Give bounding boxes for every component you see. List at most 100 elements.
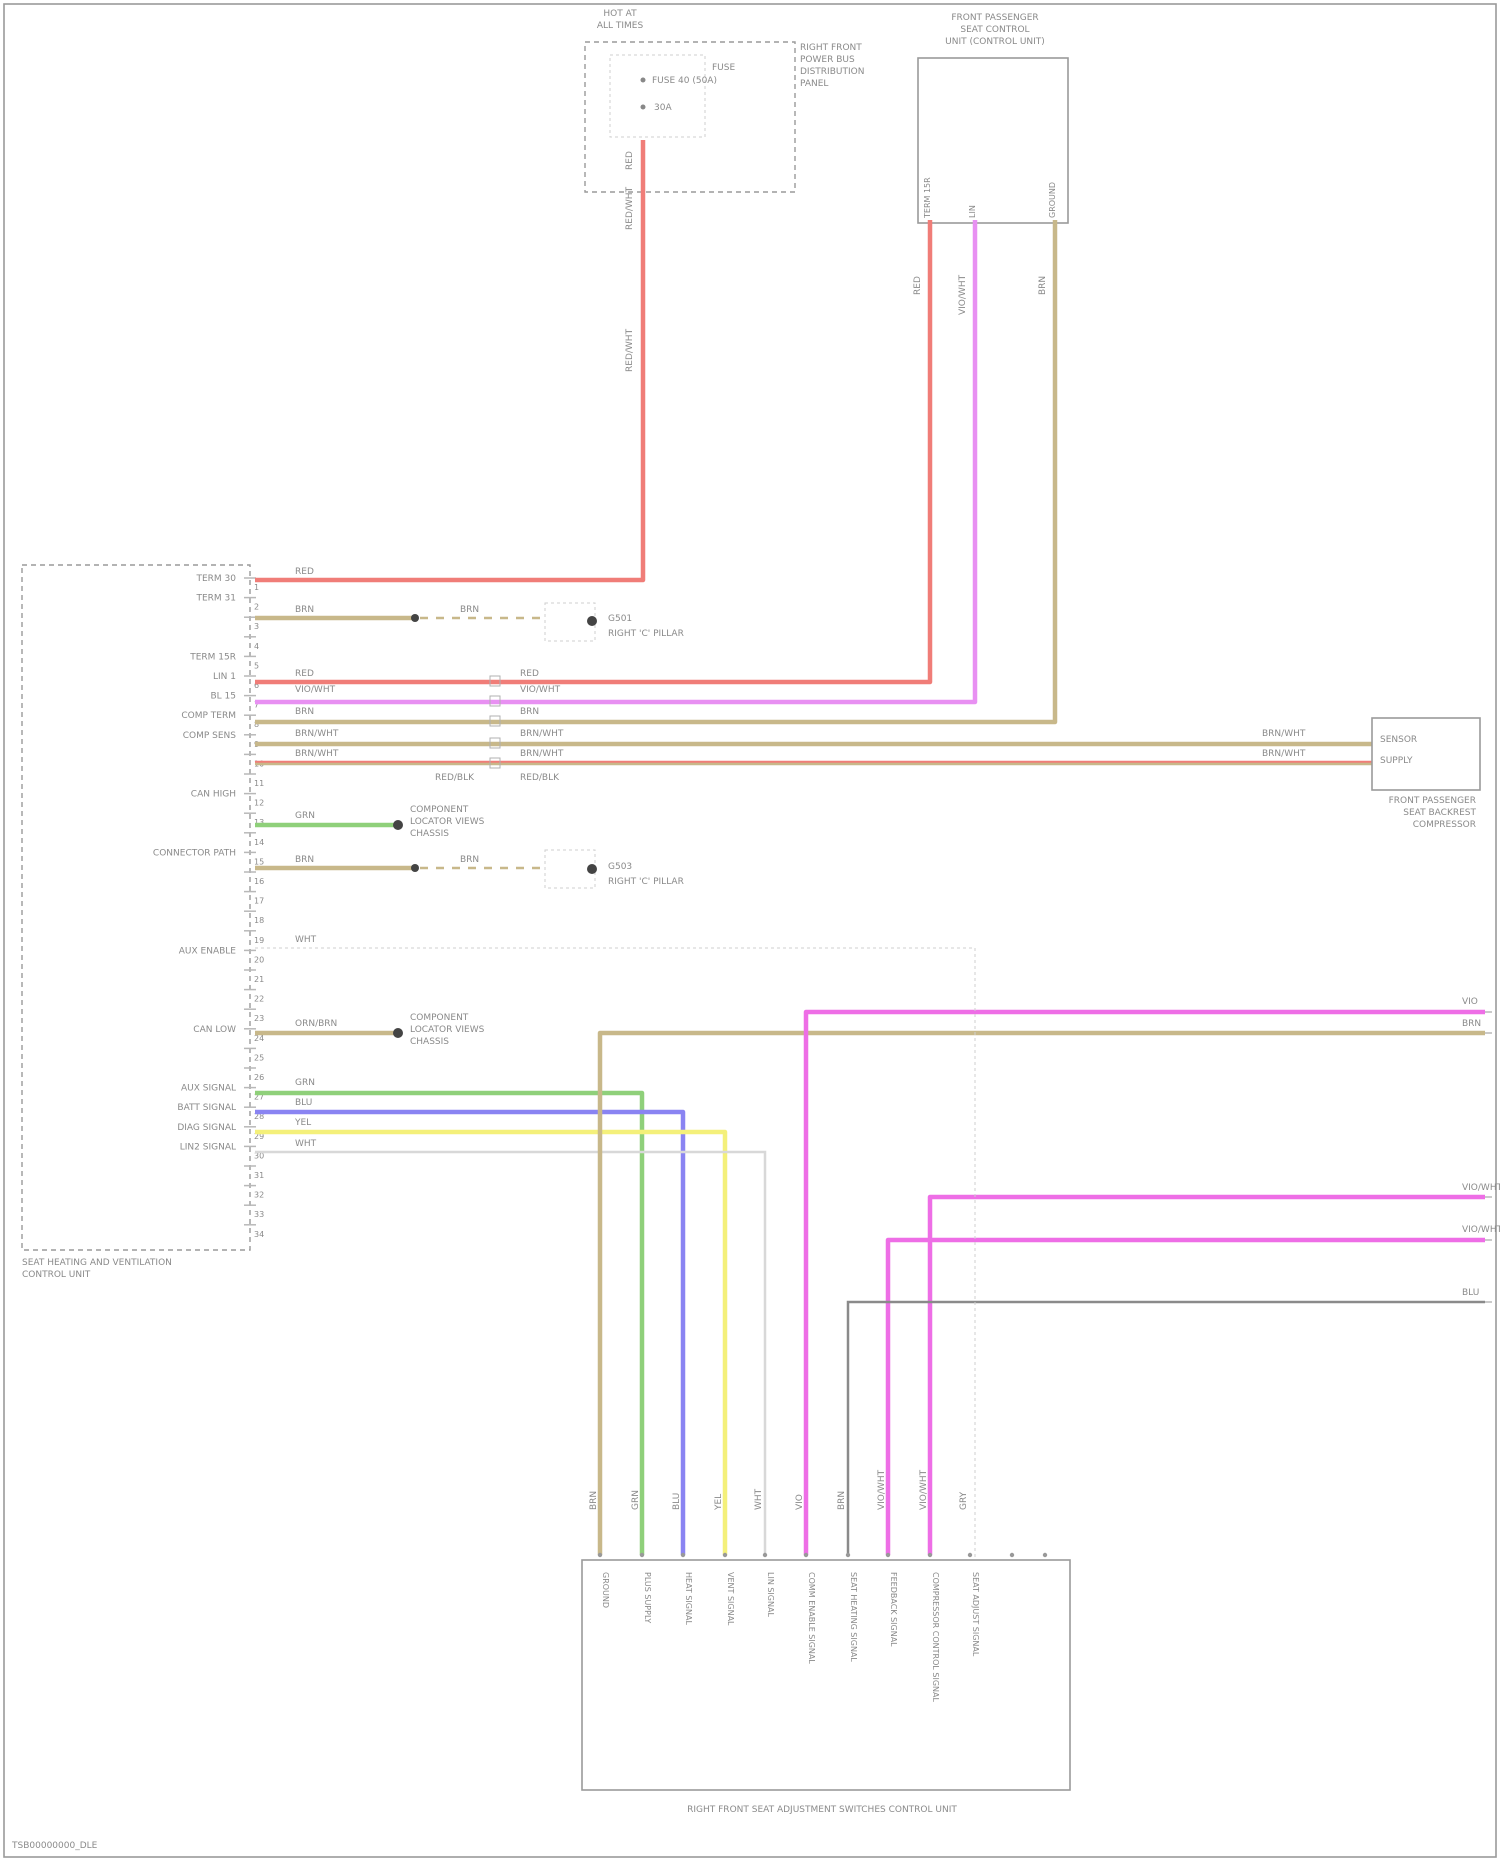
pin-number: 21 — [254, 975, 264, 984]
pin-label: CAN HIGH — [191, 790, 236, 800]
locator-link-2-line3[interactable]: CHASSIS — [410, 1037, 449, 1047]
fuse-box-side-2: POWER BUS — [800, 55, 855, 65]
bottom-pin-node — [968, 1553, 972, 1557]
bottom-wire-code: YEL — [714, 1494, 724, 1511]
wire-code: RED — [625, 151, 635, 170]
locator-link-1-line2[interactable]: LOCATOR VIEWS — [410, 817, 485, 827]
locator-link-2-line1[interactable]: COMPONENT — [410, 1013, 469, 1023]
splice-node — [411, 864, 419, 872]
pin-number: 19 — [254, 936, 264, 945]
wire-code: BLU — [295, 1098, 312, 1108]
locator-link-1-line1[interactable]: COMPONENT — [410, 805, 469, 815]
control-unit-name-1: SEAT HEATING AND VENTILATION — [22, 1258, 172, 1268]
wire-code: VIO/WHT — [1462, 1225, 1500, 1235]
pin-number: 22 — [254, 995, 264, 1004]
pin-number: 20 — [254, 955, 264, 964]
wire-code: RED — [295, 669, 314, 679]
fuse-node — [641, 78, 646, 83]
pin-label: TERM 30 — [195, 574, 236, 584]
fuse-box-title-1: HOT AT — [603, 9, 637, 19]
pin-label: COMP SENS — [183, 731, 237, 741]
bottom-wire-code: GRY — [959, 1491, 969, 1510]
wire-code: VIO/WHT — [295, 685, 336, 695]
bottom-pin-label: HEAT SIGNAL — [684, 1572, 693, 1625]
fp-pin-label-3: GROUND — [1048, 182, 1057, 218]
wire-term15r — [255, 220, 930, 682]
wire-aux-signal — [255, 1093, 642, 1555]
wire-code: RED/BLK — [520, 773, 560, 783]
pin-number: 11 — [254, 779, 264, 788]
bottom-pin-node — [804, 1553, 808, 1557]
bottom-pin-node — [886, 1553, 890, 1557]
wire-code: VIO/WHT — [1462, 1183, 1500, 1193]
wire-code: VIO/WHT — [520, 685, 561, 695]
bottom-pin-label: FEEDBACK SIGNAL — [889, 1572, 898, 1647]
bottom-pin-label: COMM ENABLE SIGNAL — [807, 1572, 816, 1664]
bottom-pin-node — [1043, 1553, 1047, 1557]
wire-code: VIO — [1462, 997, 1478, 1007]
bottom-pin-label: LIN SIGNAL — [766, 1572, 775, 1617]
compressor-box — [1372, 718, 1480, 790]
fuse-box-outline — [585, 42, 795, 192]
wire-code: RED — [913, 276, 923, 295]
connector-g501-sub: RIGHT 'C' PILLAR — [608, 629, 684, 639]
wire-right-vio-wht-1 — [930, 1197, 1485, 1555]
wire-code: BRN — [1038, 276, 1048, 295]
wire-lin2-signal — [255, 1152, 765, 1555]
wire-right-vio-wht-2 — [888, 1240, 1485, 1555]
pin-label: CONNECTOR PATH — [153, 848, 236, 858]
pin-number: 2 — [254, 603, 259, 612]
fuse-element — [610, 55, 705, 137]
pin-label: LIN 1 — [213, 672, 236, 682]
pin-label: BL 15 — [210, 692, 236, 702]
left-pin-group: 1TERM 302TERM 31345TERM 15R6LIN 17BL 158… — [153, 574, 264, 1239]
bottom-wire-code: BLU — [672, 1493, 682, 1510]
compressor-name-1: FRONT PASSENGER — [1389, 796, 1476, 806]
fp-module-title-3: UNIT (CONTROL UNIT) — [945, 37, 1045, 47]
pin-number: 25 — [254, 1053, 264, 1062]
locator-link-1-line3[interactable]: CHASSIS — [410, 829, 449, 839]
pin-label: DIAG SIGNAL — [177, 1123, 236, 1133]
wire-code: BRN/WHT — [520, 749, 564, 759]
bottom-pin-node — [640, 1553, 644, 1557]
pin-number: 33 — [254, 1210, 264, 1219]
compressor-name-2: SEAT BACKREST — [1403, 808, 1476, 818]
pin-number: 14 — [254, 838, 264, 847]
wire-code: BRN/WHT — [1262, 749, 1306, 759]
wire-right-vio — [806, 1012, 1485, 1555]
wire-code: BRN — [295, 605, 314, 615]
harness-frame — [255, 948, 975, 1560]
bottom-wire-code: BRN — [589, 1491, 599, 1510]
wire-code: BRN/WHT — [295, 729, 339, 739]
wire-code: ORN/BRN — [295, 1019, 337, 1029]
wire-code: BLU — [1462, 1288, 1479, 1298]
wire-code: BRN — [295, 707, 314, 717]
locator-link-2-dot[interactable] — [393, 1028, 403, 1038]
fp-module-box — [918, 58, 1068, 223]
wire-code: GRN — [295, 1078, 315, 1088]
pin-number: 15 — [254, 857, 264, 866]
bottom-pin-label: VENT SIGNAL — [726, 1572, 735, 1626]
fuse-box-side-4: PANEL — [800, 79, 828, 89]
connector-g503-sub: RIGHT 'C' PILLAR — [608, 877, 684, 887]
pin-label: CAN LOW — [193, 1025, 236, 1035]
bottom-pin-node — [928, 1553, 932, 1557]
bottom-module-box — [582, 1560, 1070, 1790]
wire-right-blu — [848, 1302, 1485, 1555]
pin-number: 16 — [254, 877, 264, 886]
locator-link-2-line2[interactable]: LOCATOR VIEWS — [410, 1025, 485, 1035]
wire-code: BRN/WHT — [295, 749, 339, 759]
connector-g501-dot — [587, 616, 597, 626]
fp-pin-label-1: TERM 15R — [923, 177, 932, 219]
fp-module-title-1: FRONT PASSENGER — [951, 13, 1038, 23]
connector-g503-label: G503 — [608, 862, 632, 872]
wire-code: BRN/WHT — [1262, 729, 1306, 739]
bottom-pin-label: SEAT ADJUST SIGNAL — [971, 1572, 980, 1657]
wire-code: RED — [520, 669, 539, 679]
relay-node — [641, 105, 646, 110]
locator-link-1-dot[interactable] — [393, 820, 403, 830]
pin-label: BATT SIGNAL — [177, 1103, 236, 1113]
wire-diag-signal — [255, 1132, 725, 1555]
pin-label: TERM 15R — [189, 652, 236, 662]
